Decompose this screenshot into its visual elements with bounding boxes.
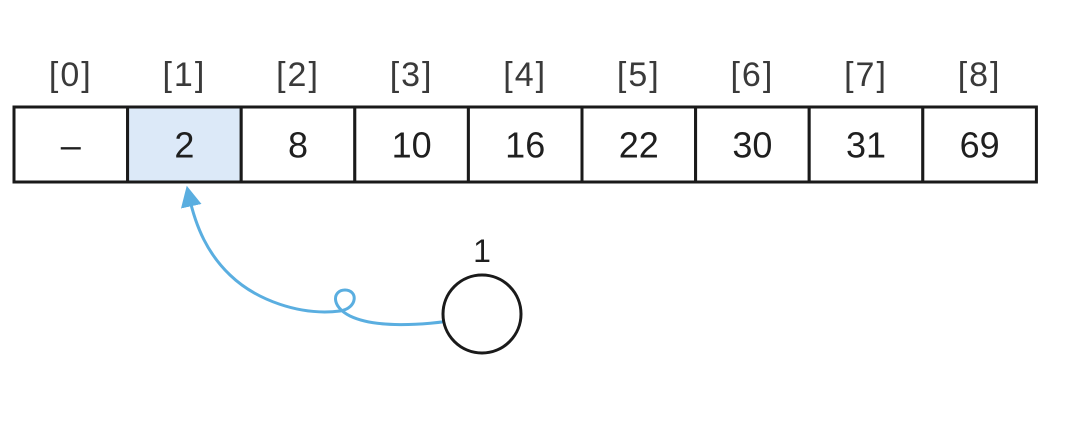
array-cell-value: 8 [288,125,308,166]
array-cell-box [694,105,811,184]
array-cell-box [239,105,357,184]
index-label-8: [8] [958,56,1002,94]
array-cell-1: 2 [126,105,243,184]
array-cell-5: 22 [580,105,698,184]
array-cell-box [807,105,925,184]
array-cell-8: 69 [921,105,1038,184]
array-cell-2: 8 [239,105,357,184]
index-labels: [0] [1] [2] [3] [4] [5] [6] [7] [8] [49,56,1002,94]
index-label-5: [5] [617,56,661,94]
index-label-1: [1] [162,56,206,94]
array-cell-value: – [61,125,81,166]
array-cell-value: 30 [732,125,772,166]
index-label-7: [7] [844,56,888,94]
array-cell-value: 69 [960,125,1000,166]
array-cell-value: 31 [846,125,886,166]
node-label: 1 [473,233,491,269]
array-cell-box [12,105,130,184]
array-cell-box-highlighted [126,105,243,184]
array-cell-3: 10 [353,105,470,184]
array-cell-box [466,105,584,184]
array-cell-4: 16 [466,105,584,184]
array-cell-box [580,105,698,184]
array-cell-value: 10 [392,125,432,166]
array-cell-value: 16 [505,125,545,166]
array-cells: – 2 8 10 16 22 30 31 69 [12,105,1038,184]
index-label-4: [4] [503,56,547,94]
move-arrow [180,185,465,327]
index-label-6: [6] [730,56,774,94]
array-cell-0: – [12,105,130,184]
node-group: 1 [441,233,523,355]
array-cell-value: 2 [174,125,194,166]
array-cell-6: 30 [694,105,811,184]
curved-arrow-icon [180,185,465,327]
index-label-0: [0] [49,56,93,94]
array-cell-value: 22 [619,125,659,166]
array-cell-box [921,105,1038,184]
node-circle [441,273,523,355]
index-label-3: [3] [390,56,434,94]
array-cell-7: 31 [807,105,925,184]
index-label-2: [2] [276,56,320,94]
